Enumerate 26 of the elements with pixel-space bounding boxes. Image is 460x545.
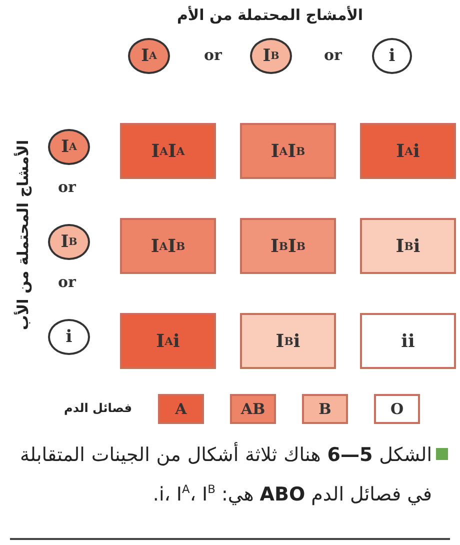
genotype-cell: I$^{B}$I$^{B}$ — [240, 218, 336, 274]
genotype-cell: I$^{A}$i — [120, 313, 216, 369]
legend-swatch: B — [302, 394, 348, 424]
legend-swatch: O — [374, 394, 420, 424]
legend-swatch: AB — [230, 394, 276, 424]
genotype-cell: I$^{A}$I$^{B}$ — [240, 123, 336, 179]
allele-circle: i — [372, 38, 412, 74]
allele-circle: I$^{B}$ — [48, 224, 90, 260]
allele-circle: I$^{A}$ — [48, 129, 90, 165]
or-text: or — [57, 178, 77, 196]
axis-title: الأمشاج المحتملة من الأم — [176, 6, 364, 24]
or-text: or — [323, 46, 343, 64]
genotype-cell: I$^{B}$i — [240, 313, 336, 369]
allele-circle: i — [48, 319, 90, 355]
or-text: or — [57, 273, 77, 291]
genotype-cell: I$^{A}$I$^{B}$ — [120, 218, 216, 274]
axis-title: الأمشاج المحتملة من الأب — [14, 138, 32, 332]
genotype-cell: ii — [360, 313, 456, 369]
or-text: or — [203, 46, 223, 64]
genotype-cell: I$^{B}$i — [360, 218, 456, 274]
genotype-cell: I$^{A}$i — [360, 123, 456, 179]
allele-circle: I$^{A}$ — [128, 38, 170, 74]
legend-title: فصائل الدم — [63, 401, 133, 415]
allele-circle: I$^{B}$ — [250, 38, 292, 74]
legend-swatch: A — [158, 394, 204, 424]
genotype-cell: I$^{A}$I$^{A}$ — [120, 123, 216, 179]
